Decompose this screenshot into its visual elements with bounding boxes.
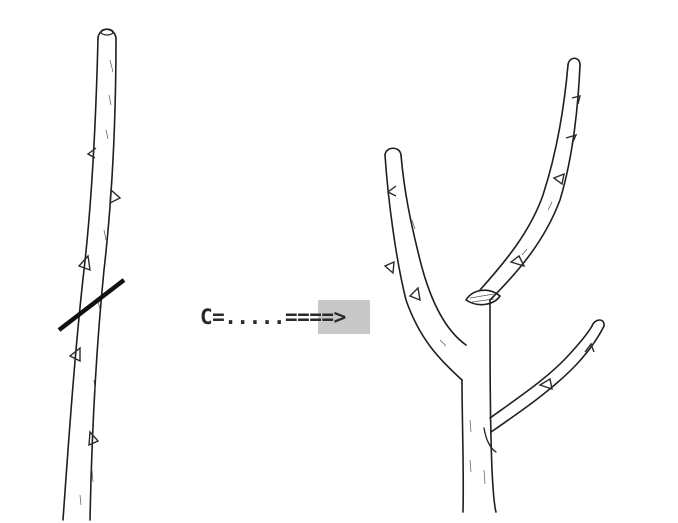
- bud: [89, 432, 98, 445]
- left-branch-outer: [385, 155, 462, 380]
- bark-texture: [412, 202, 552, 484]
- pruning-cut-line: [59, 280, 124, 330]
- upper-branch-tip: [568, 58, 580, 65]
- arrow-text: C=.....====>: [200, 305, 346, 329]
- bud: [385, 262, 394, 273]
- transition-arrow: C=.....====>: [200, 300, 370, 334]
- trunk-left-edge: [462, 380, 463, 512]
- lower-branch-outer: [491, 326, 604, 432]
- trunk-right-edge: [490, 300, 496, 512]
- left-branch-tip: [385, 148, 401, 155]
- cut-stub: [466, 290, 500, 304]
- shoot-right-edge: [90, 38, 116, 520]
- bud: [88, 148, 96, 158]
- left-branch-inner: [401, 155, 466, 345]
- bud: [554, 174, 564, 184]
- bud: [410, 288, 420, 300]
- upper-branch-outer: [490, 65, 580, 300]
- bud: [566, 135, 576, 144]
- unpruned-shoot: [59, 29, 124, 520]
- bud: [572, 96, 580, 104]
- lower-branch-tip: [592, 320, 604, 326]
- bark-texture: [80, 60, 113, 505]
- lower-branch-inner: [490, 326, 592, 418]
- shoot-tip: [98, 29, 116, 38]
- branch-collar: [484, 428, 496, 452]
- pruned-shoot: [385, 58, 604, 512]
